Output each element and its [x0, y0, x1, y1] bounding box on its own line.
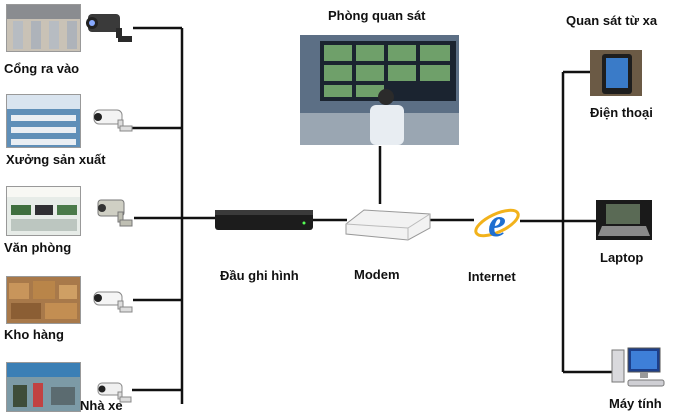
parking-photo — [6, 362, 81, 412]
camera-icon — [97, 382, 132, 403]
warehouse-photo — [6, 276, 81, 324]
desktop-label: Máy tính — [609, 396, 662, 411]
internet-label: Internet — [468, 269, 516, 284]
phone-label: Điện thoại — [590, 105, 653, 120]
site-label-warehouse: Kho hàng — [4, 327, 64, 342]
laptop-icon — [596, 200, 652, 240]
desktop-computer-icon — [611, 347, 665, 387]
internet-explorer-icon: e — [474, 200, 520, 245]
remote-title: Quan sát từ xa — [566, 13, 658, 28]
camera-icon — [97, 199, 133, 227]
site-label-office: Văn phòng — [4, 240, 72, 255]
modem-label: Modem — [354, 267, 400, 282]
recorder-label: Đầu ghi hình — [220, 268, 299, 283]
office-photo — [6, 186, 81, 236]
site-label-parking: Nhà xe — [80, 398, 123, 413]
turnstile-gate-photo — [6, 4, 81, 52]
site-label-gate: Cổng ra vào — [4, 61, 80, 76]
svg-text:e: e — [488, 200, 506, 245]
camera-icon — [93, 109, 133, 132]
control-room-photo — [300, 35, 459, 145]
factory-floor-photo — [6, 94, 81, 148]
laptop-label: Laptop — [600, 250, 644, 265]
dvr-recorder-icon — [215, 210, 313, 230]
camera-icon — [86, 14, 132, 42]
modem-icon — [345, 209, 431, 241]
control-room-label: Phòng quan sát — [328, 8, 426, 23]
smartphone-icon — [590, 50, 642, 96]
site-label-factory: Xưởng sản xuất — [6, 152, 106, 167]
camera-icon — [93, 291, 133, 313]
